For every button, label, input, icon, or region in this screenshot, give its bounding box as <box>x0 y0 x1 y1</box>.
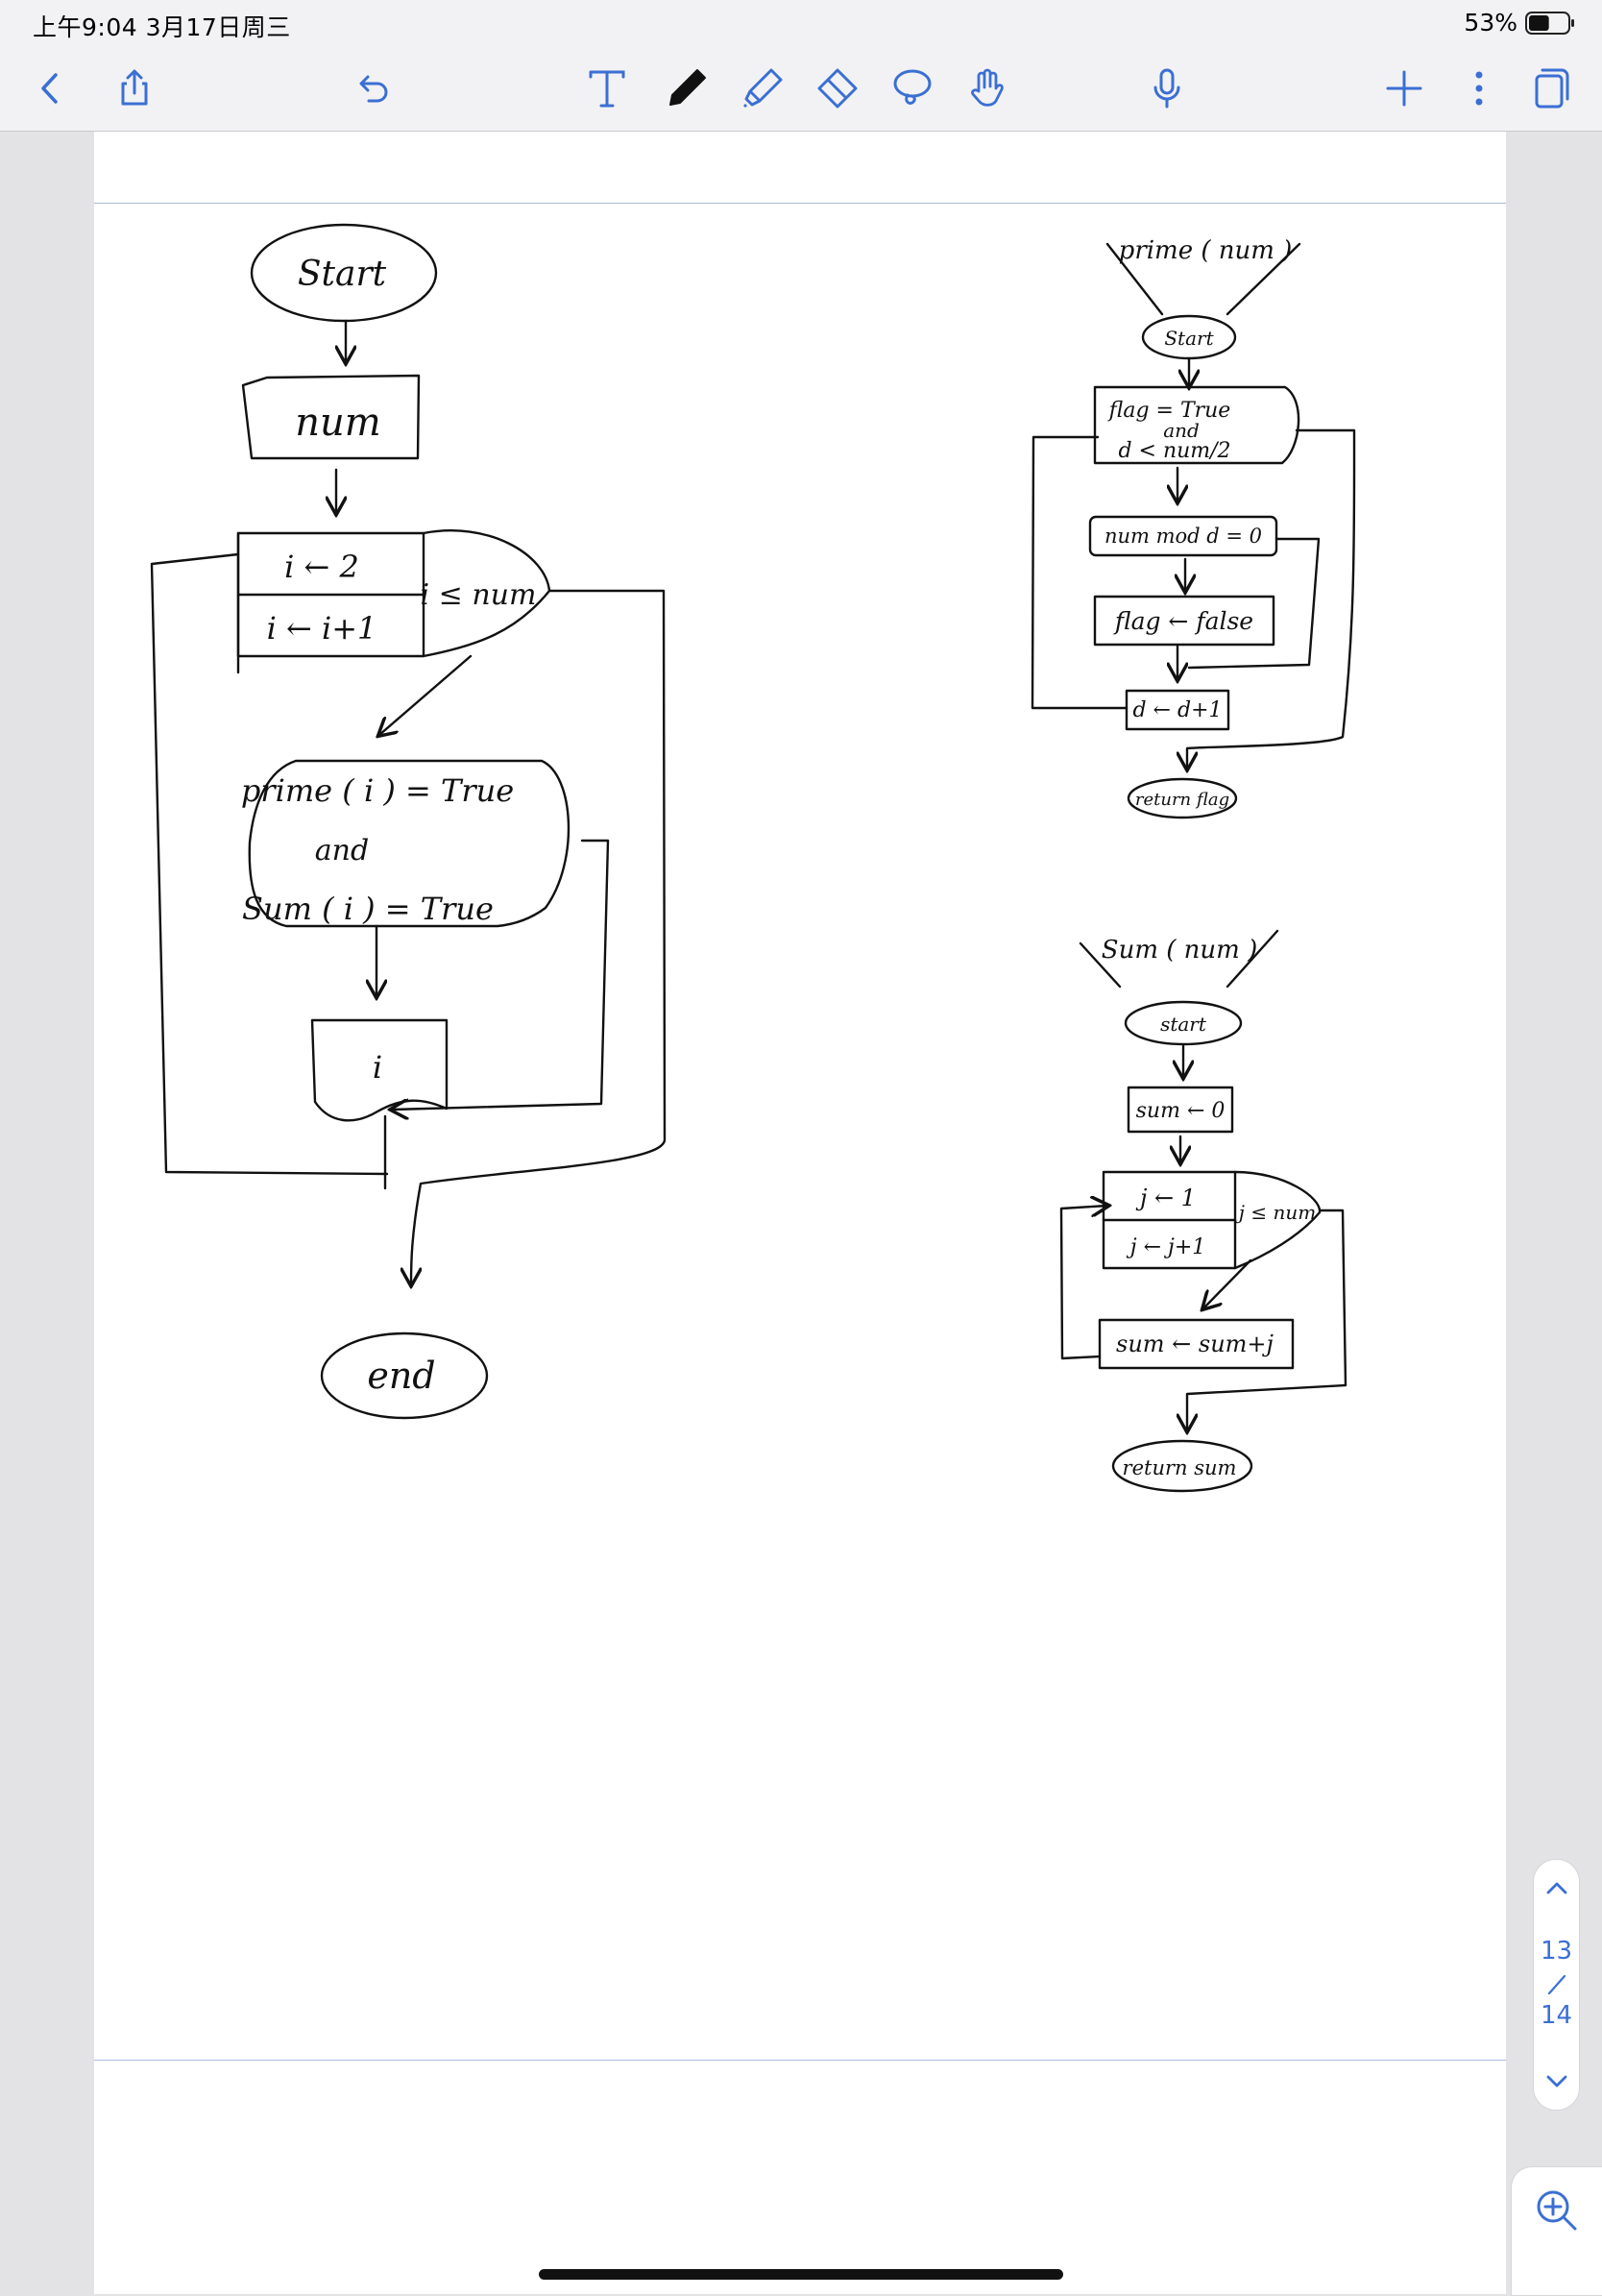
main-output-shape <box>310 1018 449 1122</box>
prime-start-label: Start <box>1164 327 1214 350</box>
sum-accum-box <box>1098 1318 1295 1370</box>
note-page[interactable]: Start num i ← 2 i ← i+1 i ≤ num prime ( … <box>94 132 1506 2294</box>
lasso-icon <box>893 69 932 105</box>
add-button[interactable] <box>1373 58 1435 119</box>
prime-assign-label: flag ← false <box>1113 607 1253 635</box>
current-page-number: 13 <box>1540 1937 1573 1966</box>
zoom-panel <box>1511 2166 1602 2296</box>
page-ruler-line <box>94 203 1506 204</box>
pages-button[interactable] <box>1520 58 1582 119</box>
back-button[interactable] <box>19 58 81 119</box>
sum-loop-condition <box>1233 1170 1322 1270</box>
prime-cond-box <box>1088 515 1278 557</box>
page-ruler-line <box>94 2060 1506 2061</box>
back-icon <box>41 73 58 104</box>
sum-loop-init-label: j ← 1 <box>1135 1185 1196 1211</box>
main-input-label: num <box>295 401 380 445</box>
text-tool-button[interactable] <box>576 58 638 119</box>
previous-page-button[interactable] <box>1534 1868 1579 1910</box>
sum-loop-step-label: j ← j+1 <box>1126 1235 1206 1259</box>
add-icon <box>1386 70 1422 107</box>
main-output-label: i <box>373 1049 382 1086</box>
main-loop-init-label: i ← 2 <box>284 549 359 585</box>
sum-loop-cond-label: j ≤ num <box>1235 1201 1316 1224</box>
chevron-down-icon <box>1546 2075 1566 2088</box>
eraser-icon <box>817 68 858 109</box>
toolbar <box>0 46 1602 132</box>
undo-button[interactable] <box>341 58 402 119</box>
prime-init-shape <box>1093 385 1300 465</box>
main-loop-step-label: i ← i+1 <box>267 610 377 647</box>
touch-hand-icon <box>971 68 1004 107</box>
text-tool-icon <box>589 70 625 108</box>
main-start-terminal <box>250 223 438 323</box>
sum-start-terminal <box>1124 1000 1243 1046</box>
prime-init-line2: and <box>1163 419 1200 442</box>
touch-tool-button[interactable] <box>957 58 1018 119</box>
pen-icon <box>669 69 706 106</box>
chevron-up-icon <box>1546 1882 1566 1894</box>
undo-icon <box>359 75 388 103</box>
prime-step-box <box>1125 689 1230 731</box>
total-page-count: 14 <box>1540 2001 1573 2030</box>
main-start-label: Start <box>298 255 387 294</box>
sum-init-label: sum ← 0 <box>1136 1099 1226 1123</box>
sum-return-terminal <box>1111 1439 1253 1493</box>
main-decision-line2: and <box>315 834 369 867</box>
prime-return-terminal <box>1127 777 1238 819</box>
handwritten-flowcharts: Start num i ← 2 i ← i+1 i ≤ num prime ( … <box>150 223 1356 1493</box>
next-page-button[interactable] <box>1534 2060 1579 2102</box>
prime-signature: prime ( num ) <box>1119 236 1293 265</box>
sum-return-label: return sum <box>1123 1456 1237 1479</box>
status-bar: 上午9:04 3月17日周三 53% <box>0 0 1602 46</box>
status-time-date: 上午9:04 3月17日周三 <box>33 13 291 41</box>
prime-init-line3: d < num/2 <box>1118 439 1230 463</box>
microphone-button[interactable] <box>1136 58 1198 119</box>
main-input-shape <box>241 374 421 460</box>
battery-icon <box>1525 12 1574 35</box>
main-decision-line3: Sum ( i ) = True <box>242 891 494 927</box>
prime-cond-label: num mod d = 0 <box>1104 525 1262 548</box>
main-loop-cond-label: i ≤ num <box>421 578 537 612</box>
prime-assign-box <box>1093 595 1275 647</box>
eraser-button[interactable] <box>807 58 868 119</box>
zoom-in-icon[interactable] <box>1533 2186 1581 2235</box>
sum-signature: Sum ( num ) <box>1102 936 1257 965</box>
page-separator-slash <box>1547 1974 1566 1995</box>
lasso-button[interactable] <box>882 58 943 119</box>
main-end-label: end <box>367 1355 435 1397</box>
more-icon <box>1475 71 1483 106</box>
main-decision-line1: prime ( i ) = True <box>241 772 514 809</box>
highlighter-icon <box>742 68 783 109</box>
home-indicator[interactable] <box>539 2269 1063 2280</box>
prime-init-line1: flag = True <box>1107 399 1231 423</box>
pages-icon <box>1535 68 1569 109</box>
microphone-icon <box>1153 68 1180 109</box>
more-button[interactable] <box>1448 58 1510 119</box>
page-navigator: 13 14 <box>1533 1859 1580 2111</box>
prime-step-label: d ← d+1 <box>1132 698 1222 722</box>
sum-accum-label: sum ← sum+j <box>1116 1331 1274 1357</box>
main-decision-shape <box>248 759 570 928</box>
pen-tool-button[interactable] <box>656 58 717 119</box>
sum-start-label: start <box>1160 1013 1207 1036</box>
battery-percentage: 53% <box>1464 9 1517 37</box>
share-button[interactable] <box>104 58 165 119</box>
sum-init-box <box>1127 1086 1234 1134</box>
prime-return-label: return flag <box>1135 790 1229 810</box>
highlighter-button[interactable] <box>732 58 793 119</box>
main-end-terminal <box>320 1331 489 1420</box>
share-icon <box>121 69 148 106</box>
